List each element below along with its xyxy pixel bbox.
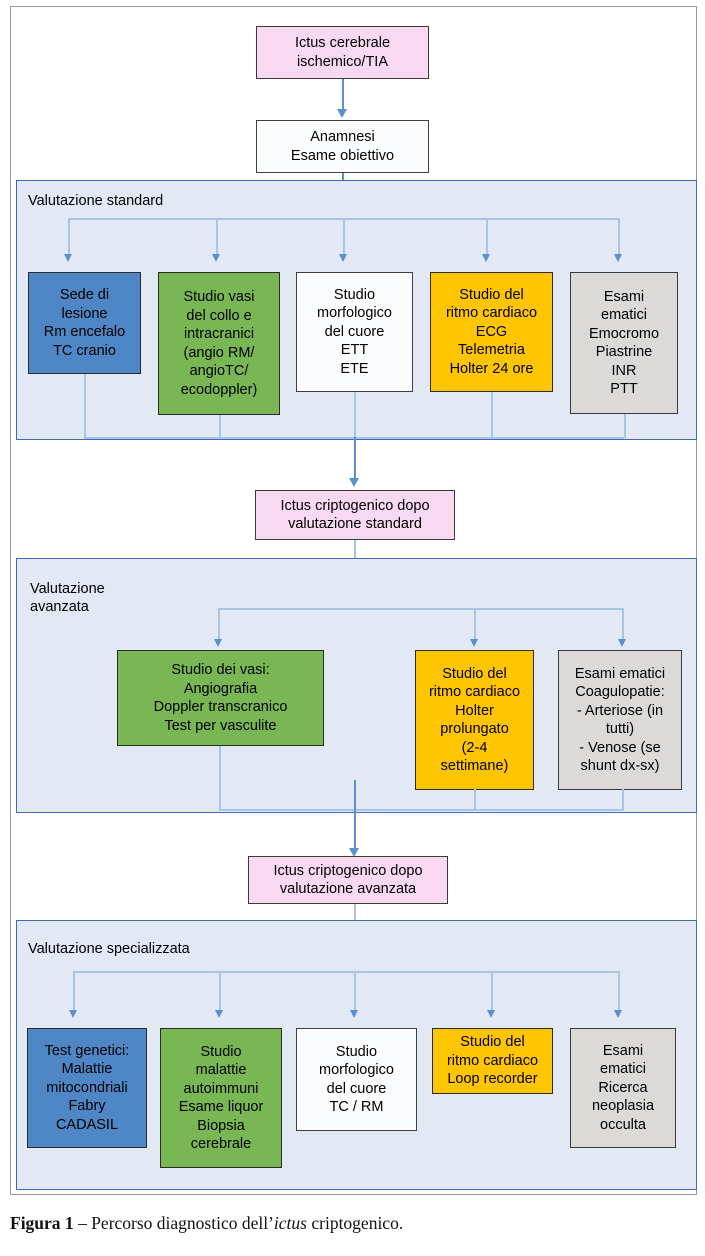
node-specialized-1[interactable]: Test genetici: Malattie mitocondriali Fa… xyxy=(27,1028,147,1148)
riser-standard-1 xyxy=(84,374,86,438)
drop-advanced-2 xyxy=(474,608,476,643)
arrow-advanced-3 xyxy=(618,639,626,647)
connector-advanced-to-crypto2 xyxy=(354,780,356,852)
distributor-specialized xyxy=(73,971,619,973)
node-specialized-5[interactable]: Esami ematici Ricerca neoplasia occulta xyxy=(570,1028,676,1148)
node-standard-1[interactable]: Sede di lesione Rm encefalo TC cranio xyxy=(28,272,141,374)
drop-standard-2 xyxy=(216,218,218,258)
node-standard-5[interactable]: Esami ematici Emocromo Piastrine INR PTT xyxy=(570,272,678,414)
drop-advanced-3 xyxy=(622,608,624,643)
node-standard-3[interactable]: Studio morfologico del cuore ETT ETE xyxy=(296,272,413,392)
panel-specialized-title: Valutazione specializzata xyxy=(28,941,190,957)
arrow-advanced-1 xyxy=(214,639,222,647)
riser-standard-5 xyxy=(624,414,626,438)
drop-advanced-1 xyxy=(218,608,220,643)
node-start-ictus[interactable]: Ictus cerebrale ischemico/TIA xyxy=(256,26,429,79)
arrow-spec-2 xyxy=(215,1010,223,1018)
figure-caption: Figura 1 – Percorso diagnostico dell’ict… xyxy=(10,1212,700,1234)
arrow-standard-4 xyxy=(482,254,490,262)
node-specialized-4[interactable]: Studio del ritmo cardiaco Loop recorder xyxy=(432,1028,553,1094)
arrow-standard-to-crypto xyxy=(349,478,359,487)
riser-standard-3 xyxy=(354,392,356,438)
drop-spec-4 xyxy=(491,971,493,1014)
arrow-start-to-history xyxy=(337,109,347,118)
node-crypto-after-advanced[interactable]: Ictus criptogenico dopo valutazione avan… xyxy=(248,856,448,904)
node-advanced-2[interactable]: Studio del ritmo cardiaco Holter prolung… xyxy=(415,650,534,790)
caption-text-before: Percorso diagnostico dell’ xyxy=(91,1213,274,1233)
node-standard-4[interactable]: Studio del ritmo cardiaco ECG Telemetria… xyxy=(430,272,553,392)
caption-dash: – xyxy=(73,1213,92,1233)
drop-standard-1 xyxy=(68,218,70,258)
arrow-spec-4 xyxy=(487,1010,495,1018)
arrow-standard-5 xyxy=(614,254,622,262)
drop-spec-3 xyxy=(354,971,356,1014)
node-crypto-after-standard[interactable]: Ictus criptogenico dopo valutazione stan… xyxy=(255,490,455,540)
drop-spec-1 xyxy=(73,971,75,1014)
arrow-standard-2 xyxy=(212,254,220,262)
node-anamnesi[interactable]: Anamnesi Esame obiettivo xyxy=(256,120,429,173)
riser-advanced-3 xyxy=(622,789,624,810)
drop-spec-5 xyxy=(618,971,620,1014)
node-standard-2[interactable]: Studio vasi del collo e intracranici (an… xyxy=(158,272,280,415)
drop-spec-2 xyxy=(219,971,221,1014)
caption-label: Figura 1 xyxy=(10,1213,74,1233)
riser-standard-2 xyxy=(219,415,221,438)
arrow-spec-1 xyxy=(69,1010,77,1018)
arrow-standard-1 xyxy=(64,254,72,262)
drop-standard-5 xyxy=(618,218,620,258)
node-advanced-1[interactable]: Studio dei vasi: Angiografia Doppler tra… xyxy=(117,650,324,746)
caption-text-after: criptogenico. xyxy=(306,1213,404,1233)
arrow-spec-5 xyxy=(614,1010,622,1018)
node-specialized-3[interactable]: Studio morfologico del cuore TC / RM xyxy=(296,1028,417,1131)
caption-italic-term: ictus xyxy=(273,1213,307,1233)
drop-standard-4 xyxy=(486,218,488,258)
arrow-spec-3 xyxy=(350,1010,358,1018)
arrow-advanced-2 xyxy=(470,639,478,647)
panel-standard-title: Valutazione standard xyxy=(28,193,164,209)
collector-advanced xyxy=(219,809,624,811)
panel-advanced-title: Valutazione avanzata xyxy=(30,581,105,615)
arrow-advanced-to-crypto2 xyxy=(349,848,359,857)
connector-standard-to-crypto xyxy=(354,437,356,482)
node-advanced-3[interactable]: Esami ematici Coagulopatie: - Arteriose … xyxy=(558,650,682,790)
distributor-advanced xyxy=(218,608,624,610)
riser-advanced-2 xyxy=(474,789,476,810)
drop-standard-3 xyxy=(343,218,345,258)
arrow-standard-3 xyxy=(339,254,347,262)
node-specialized-2[interactable]: Studio malattie autoimmuni Esame liquor … xyxy=(160,1028,282,1168)
riser-advanced-1 xyxy=(219,746,221,810)
riser-standard-4 xyxy=(491,392,493,438)
connector-start-to-history xyxy=(342,79,344,111)
